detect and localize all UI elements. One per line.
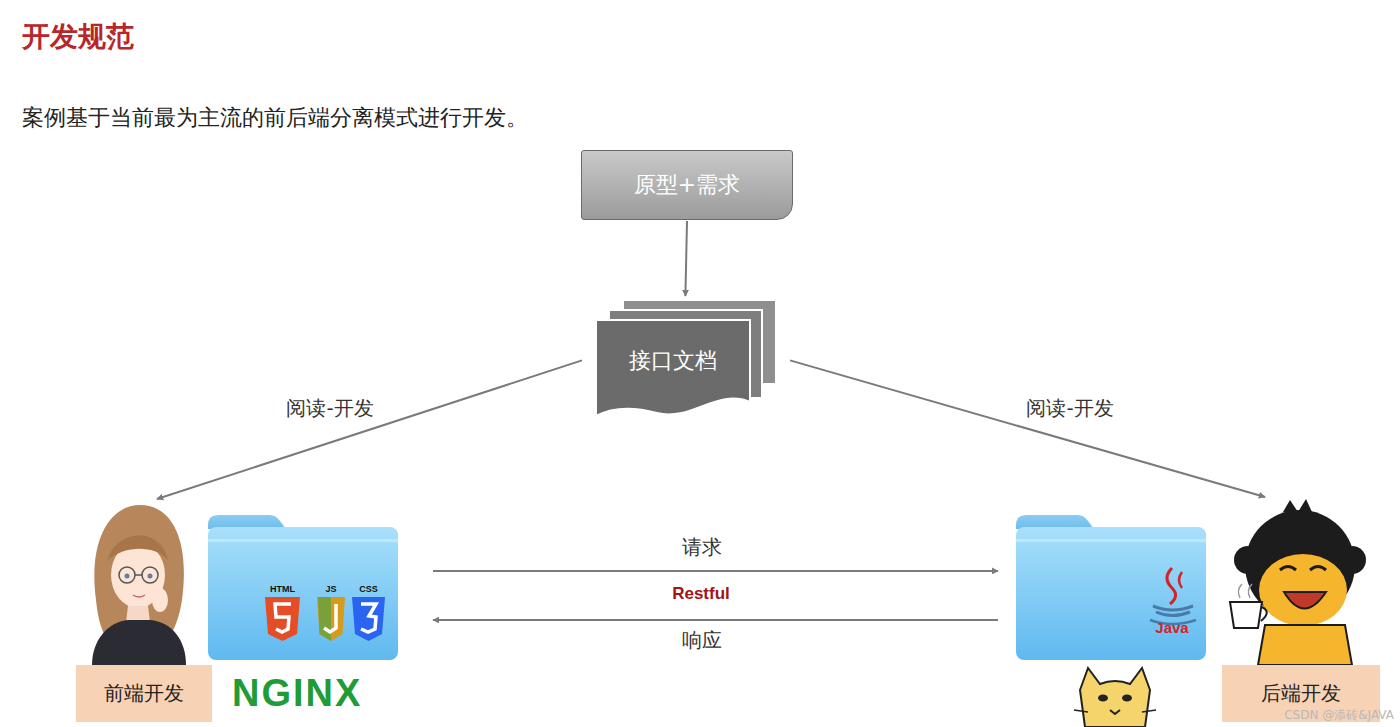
intro-text: 案例基于当前最为主流的前后端分离模式进行开发。 — [22, 103, 528, 133]
edge-label: 阅读-开发 — [1023, 395, 1116, 422]
logo-label: CSS — [359, 584, 378, 594]
logo-label: Java — [1155, 619, 1188, 636]
edge-label: 阅读-开发 — [283, 395, 376, 422]
page-title: 开发规范 — [22, 18, 134, 56]
developer-figure: 后端开发 — [1222, 500, 1368, 722]
box-label: 原型+需求 — [634, 170, 740, 200]
flow-arrow — [157, 360, 582, 499]
protocol-label: Restful — [669, 584, 733, 604]
flow-arrow — [433, 619, 998, 621]
document-stack: 接口文档 — [595, 298, 778, 418]
requirement-box: 原型+需求 — [581, 150, 793, 220]
box-label: 接口文档 — [595, 320, 750, 402]
flow-arrow — [790, 360, 1265, 497]
backend-monkey — [1230, 499, 1366, 665]
edge-label: 响应 — [679, 627, 725, 654]
edge-label: 请求 — [679, 534, 725, 561]
frontend-girl — [92, 505, 186, 665]
flow-arrow — [433, 570, 998, 572]
logo-label: JS — [325, 584, 336, 594]
developer-figure: 前端开发 — [76, 500, 200, 722]
tomcat-logo — [1074, 668, 1156, 727]
watermark: CSDN @添砖&JAVA — [1284, 707, 1394, 724]
frontend-folder: HTML JS CSS — [208, 515, 398, 660]
backend-folder: Java — [1016, 515, 1206, 660]
role-label: 前端开发 — [76, 665, 212, 722]
folder-shape — [1016, 515, 1206, 660]
logo-label: HTML — [270, 584, 295, 594]
nginx-logo: NGINX — [232, 672, 362, 715]
flow-arrow — [685, 221, 687, 296]
